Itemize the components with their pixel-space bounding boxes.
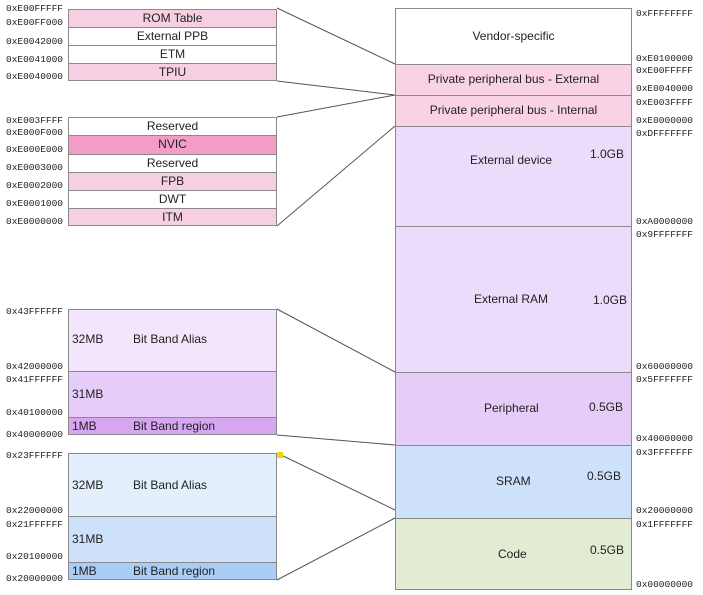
- addr-label: 0x9FFFFFFF: [636, 229, 694, 240]
- region-size: 1MB: [72, 419, 97, 433]
- sram-region-box: [68, 562, 277, 580]
- addr-label: 0x60000000: [636, 361, 694, 372]
- addr-label: 0x22000000: [6, 505, 64, 516]
- addr-label: 0xE0042000: [6, 36, 64, 47]
- addr-label: 0xFFFFFFFF: [636, 8, 694, 19]
- peripheral-region-box: [68, 417, 277, 435]
- addr-label: 0xE003FFFF: [6, 115, 64, 126]
- code-region: [395, 518, 632, 590]
- connector-ppb-internal-bottom: [276, 125, 396, 227]
- rom-table-cell: ROM Table: [68, 9, 277, 27]
- region-size: 1.0GB: [590, 147, 625, 161]
- reserved-cell: Reserved: [68, 154, 277, 172]
- itm-cell: ITM: [68, 208, 277, 226]
- region-size: 1MB: [72, 564, 97, 578]
- addr-label: 0x40000000: [636, 433, 694, 444]
- addr-label: 0xDFFFFFFF: [636, 128, 694, 139]
- region-size: 1.0GB: [593, 293, 628, 307]
- addr-label: 0x23FFFFFF: [6, 450, 64, 461]
- addr-label: 0x1FFFFFFF: [636, 519, 694, 530]
- region-size: 0.5GB: [587, 469, 622, 483]
- addr-label: 0x5FFFFFFF: [636, 374, 694, 385]
- region-label: SRAM: [496, 474, 531, 488]
- corner-marker: [277, 452, 283, 458]
- region-label: External RAM: [474, 292, 549, 306]
- addr-label: 0xE0041000: [6, 54, 64, 65]
- addr-label: 0xE00FFFFF: [6, 3, 64, 14]
- connector-ppb-external-bottom: [276, 80, 396, 96]
- addr-label: 0x20000000: [636, 505, 694, 516]
- external-ppb-cell: External PPB: [68, 27, 277, 45]
- connector-peripheral-bottom: [276, 434, 396, 446]
- addr-label: 0x20100000: [6, 551, 64, 562]
- sram-region: [395, 445, 632, 519]
- addr-label: 0xE0003000: [6, 162, 64, 173]
- addr-label: 0xE0040000: [636, 83, 694, 94]
- fpb-cell: FPB: [68, 172, 277, 190]
- region-label: Code: [498, 547, 527, 561]
- addr-label: 0xE000F000: [6, 127, 64, 138]
- ppb-external-region: [395, 64, 632, 96]
- sram-gap-box: [68, 516, 277, 563]
- region-size: 0.5GB: [590, 543, 625, 557]
- addr-label: 0x43FFFFFF: [6, 306, 64, 317]
- etm-cell: ETM: [68, 45, 277, 63]
- region-label: Private peripheral bus - External: [427, 72, 600, 86]
- addr-label: 0x42000000: [6, 361, 64, 372]
- addr-label: 0xE000E000: [6, 144, 64, 155]
- region-size: 0.5GB: [589, 400, 624, 414]
- alias-size: 32MB: [72, 478, 104, 492]
- connector-sram-top: [276, 452, 396, 511]
- addr-label: 0xE0000000: [636, 115, 694, 126]
- addr-label: 0x20000000: [6, 573, 64, 584]
- region-label: Bit Band region: [133, 419, 216, 433]
- alias-size: 32MB: [72, 332, 104, 346]
- gap-size: 31MB: [72, 387, 104, 401]
- addr-label: 0x00000000: [636, 579, 694, 590]
- addr-label: 0xE0040000: [6, 71, 64, 82]
- vendor-specific-region: [395, 8, 632, 65]
- connector-ppb-internal-top: [276, 94, 396, 118]
- addr-label: 0xE00FF000: [6, 17, 64, 28]
- connector-peripheral-top: [276, 308, 396, 373]
- external-device-region: [395, 126, 632, 227]
- addr-label: 0x40100000: [6, 407, 64, 418]
- connector-sram-bottom: [276, 517, 396, 581]
- alias-label: Bit Band Alias: [133, 478, 208, 492]
- addr-label: 0x40000000: [6, 429, 64, 440]
- peripheral-region: [395, 372, 632, 446]
- dwt-cell: DWT: [68, 190, 277, 208]
- addr-label: 0xA0000000: [636, 216, 694, 227]
- addr-label: 0x41FFFFFF: [6, 374, 64, 385]
- addr-label: 0x3FFFFFFF: [636, 447, 694, 458]
- region-label: Peripheral: [484, 401, 539, 415]
- addr-label: 0xE0000000: [6, 216, 64, 227]
- external-ram-region: [395, 226, 632, 373]
- gap-size: 31MB: [72, 532, 104, 546]
- addr-label: 0xE0001000: [6, 198, 64, 209]
- reserved-cell: Reserved: [68, 117, 277, 135]
- connector-ppb-external-top: [276, 7, 396, 65]
- peripheral-alias-box: [68, 309, 277, 372]
- tpiu-cell: TPIU: [68, 63, 277, 81]
- region-label: Bit Band region: [133, 564, 216, 578]
- region-label: Private peripheral bus - Internal: [429, 103, 598, 117]
- alias-label: Bit Band Alias: [133, 332, 208, 346]
- addr-label: 0xE0002000: [6, 180, 64, 191]
- nvic-cell: NVIC: [68, 135, 277, 154]
- region-label: External device: [470, 153, 553, 167]
- region-label: Vendor-specific: [472, 29, 555, 43]
- addr-label: 0xE00FFFFF: [636, 65, 694, 76]
- addr-label: 0x21FFFFFF: [6, 519, 64, 530]
- addr-label: 0xE0100000: [636, 53, 694, 64]
- addr-label: 0xE003FFFF: [636, 97, 694, 108]
- sram-alias-box: [68, 453, 277, 517]
